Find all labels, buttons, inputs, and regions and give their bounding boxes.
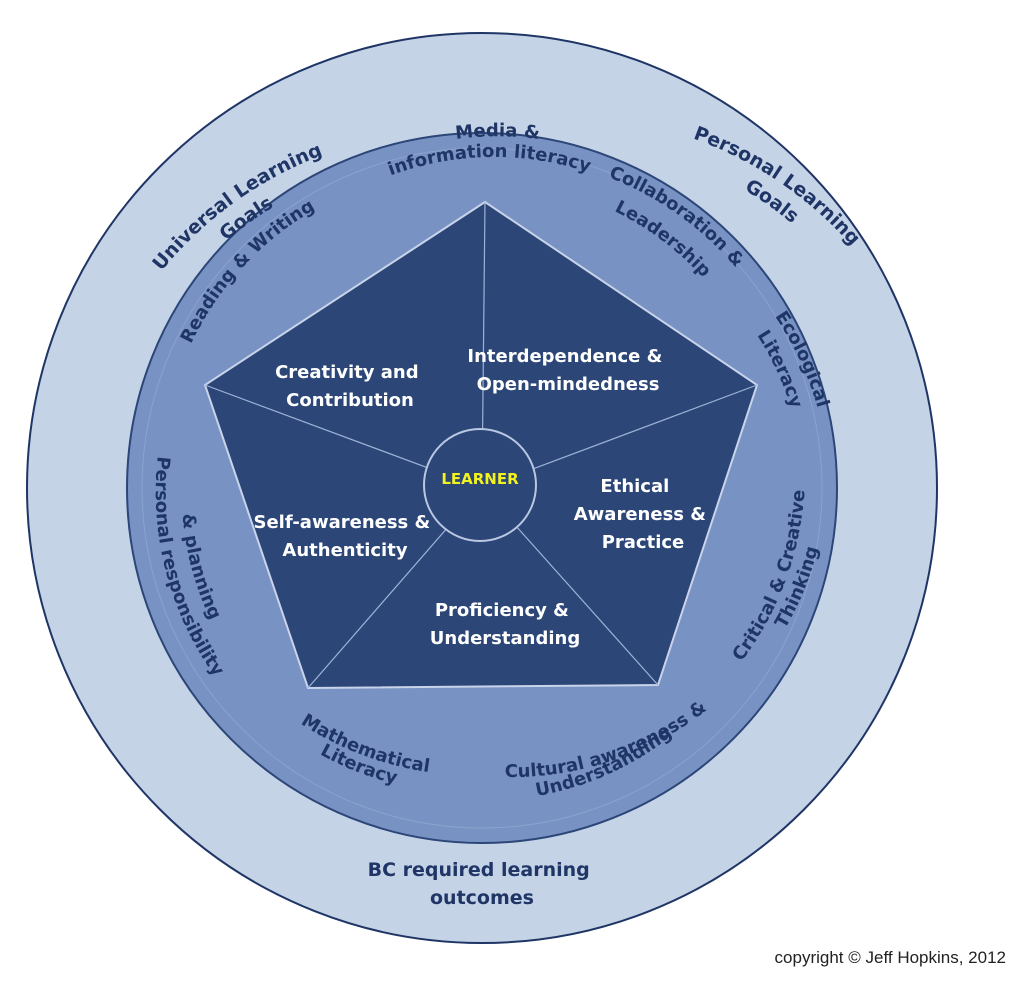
ethical-label: Ethical Awareness & Practice [574,476,713,553]
media-literacy-label: Media & [454,120,540,144]
learner-label: LEARNER [441,470,519,488]
proficiency-label: Proficiency & Understanding [430,600,580,649]
copyright-text: copyright © Jeff Hopkins, 2012 [774,948,1006,967]
interdependence-label: Interdependence & Open-mindedness [467,346,668,395]
self-awareness-label: Self-awareness & Authenticity [253,512,436,561]
middle-ring-inner-edge [141,147,823,829]
creativity-label: Creativity and Contribution [275,362,425,411]
bc-outcomes-label: BC required learning outcomes [368,859,597,909]
learner-center [423,428,537,542]
